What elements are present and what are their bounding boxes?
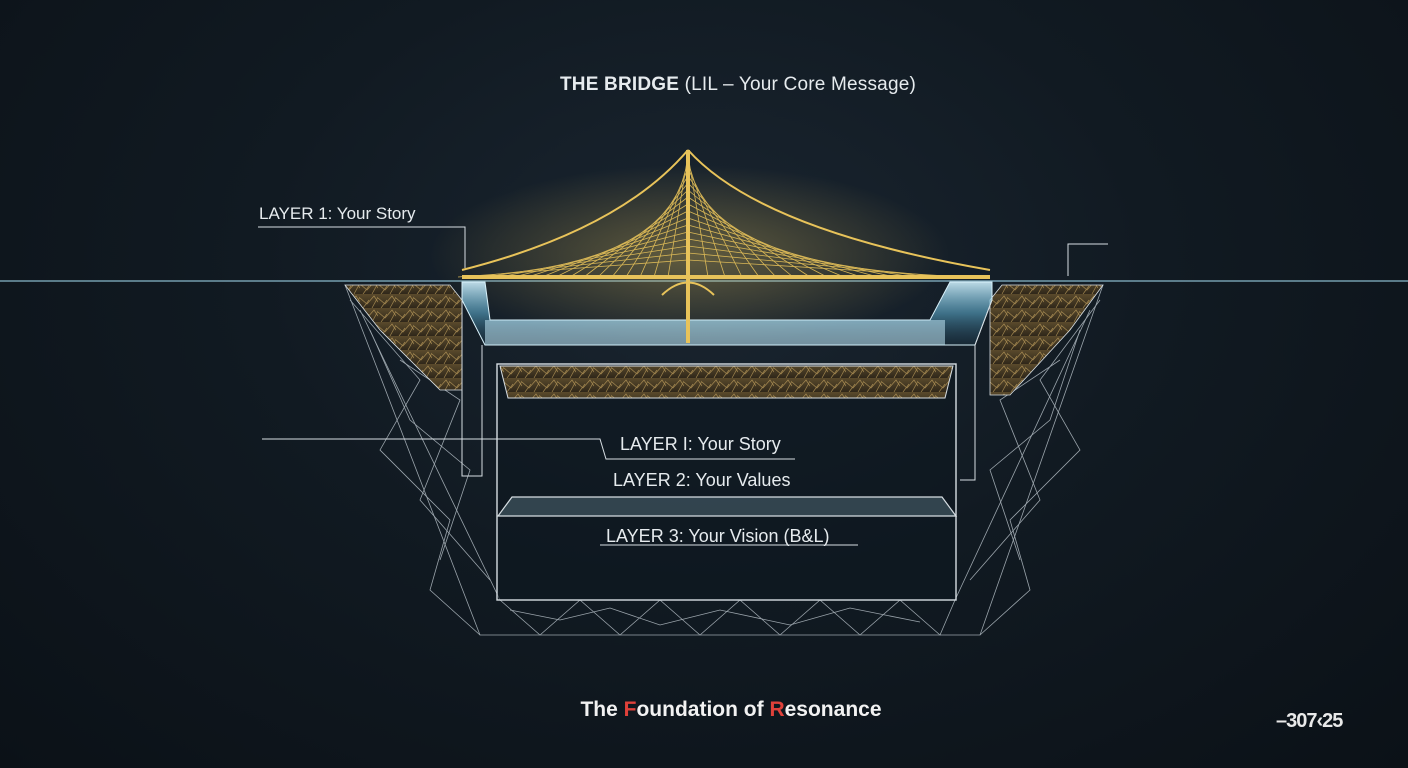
bridge-cable bbox=[541, 217, 689, 278]
layer3-plate bbox=[496, 496, 958, 517]
bridge-cable bbox=[687, 175, 760, 278]
bridge-cable bbox=[555, 210, 689, 278]
soil-left bbox=[344, 284, 463, 391]
left-rail bbox=[461, 300, 483, 477]
footer-caption: The Foundation of Resonance bbox=[580, 698, 882, 721]
label-layer1: LAYER I: Your Story bbox=[620, 434, 781, 454]
bridge-cable bbox=[687, 210, 845, 278]
water-surface bbox=[485, 320, 945, 345]
bridge-icon bbox=[457, 149, 991, 343]
bridge-cable bbox=[687, 217, 862, 278]
bridge-cable bbox=[687, 231, 896, 278]
label-layer3: LAYER 3: Your Vision (B&L) bbox=[606, 526, 830, 546]
leader-lines bbox=[258, 226, 1108, 546]
label-layer1-top: LAYER 1: Your Story bbox=[259, 204, 416, 223]
layer1-band bbox=[499, 365, 954, 399]
label-layer2: LAYER 2: Your Values bbox=[613, 470, 791, 490]
bridge-cable bbox=[687, 224, 879, 278]
diagram-title: THE BRIDGE (LIL – Your Core Message) bbox=[559, 74, 917, 95]
inner-vessel bbox=[496, 363, 957, 601]
right-rail bbox=[960, 299, 993, 481]
bridge-cable bbox=[687, 168, 743, 278]
bridge-cable bbox=[457, 259, 689, 278]
bridge-cable bbox=[687, 259, 964, 278]
bridge-cable bbox=[527, 224, 689, 278]
corner-mark: –307‹25 bbox=[1276, 710, 1343, 732]
soil-right bbox=[989, 284, 1104, 396]
